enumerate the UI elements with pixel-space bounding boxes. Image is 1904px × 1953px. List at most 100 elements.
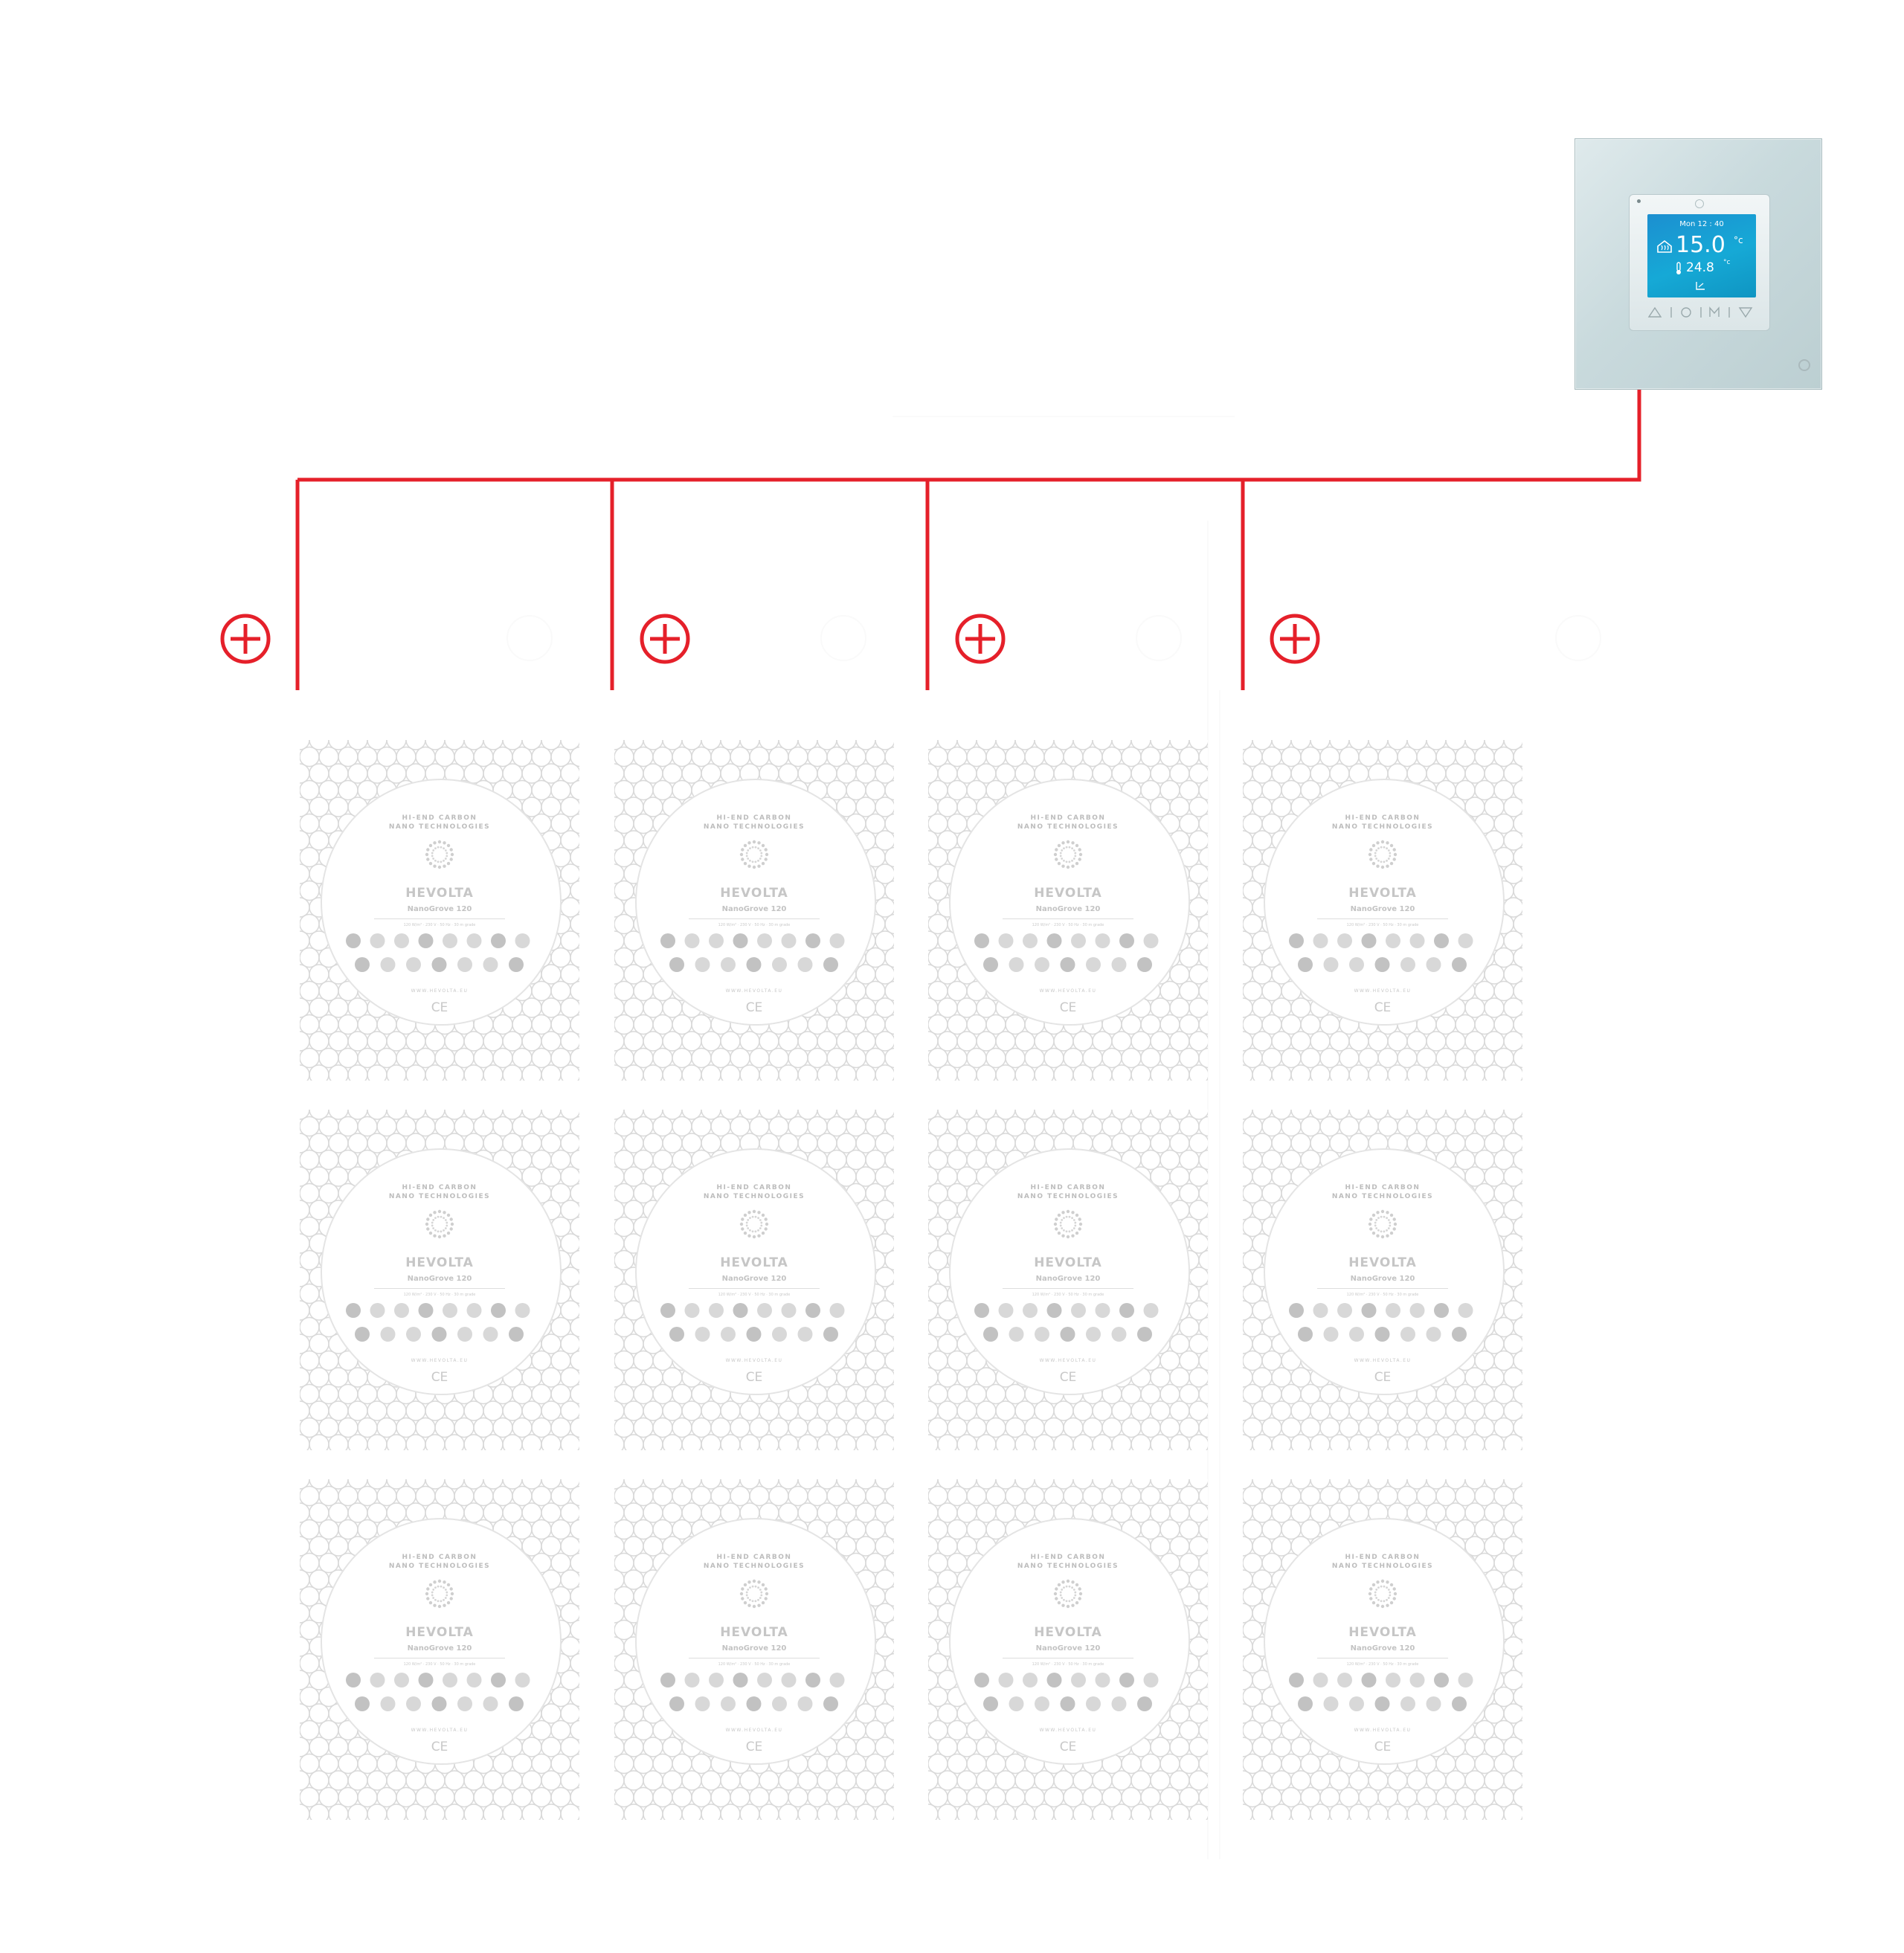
feature-icons-row-2 [355, 957, 524, 972]
panel-divider [1317, 918, 1448, 919]
certification-icon [998, 933, 1014, 948]
certification-icon [1313, 1303, 1328, 1318]
panel-tagline-2: NANO TECHNOLOGIES [1017, 1563, 1119, 1570]
certification-icon [797, 1696, 813, 1711]
panel-tagline-2: NANO TECHNOLOGIES [703, 823, 805, 831]
certification-icon [370, 933, 385, 948]
panel-label-circle [949, 779, 1190, 1026]
ce-mark: CE [1374, 1370, 1392, 1385]
feature-icons-row-2 [669, 957, 838, 972]
certification-icon [669, 1327, 684, 1342]
certification-icon [1289, 1673, 1304, 1687]
panel-website: WWW.HEVOLTA.EU [411, 988, 469, 994]
mode-button[interactable] [1709, 306, 1720, 317]
panel-divider [689, 918, 820, 919]
panel-brand: HEVOLTA [1348, 886, 1417, 901]
plus-marker-3 [955, 614, 1006, 664]
panel-specs: 120 W/m² · 230 V · 50 Hz · 30 m grade [403, 1662, 476, 1667]
certification-icon [1434, 933, 1449, 948]
sunburst-logo-icon [425, 1209, 454, 1239]
feature-icons-row-2 [355, 1696, 524, 1711]
thermostat-screen: Mon 12 : 40 15.0 °c 24.8 °c [1647, 214, 1756, 297]
feature-icons-row-2 [669, 1696, 838, 1711]
certification-icon [797, 957, 813, 972]
certification-icon [491, 933, 506, 948]
faint-minus-marker-2 [820, 615, 866, 661]
sunburst-logo-icon [1368, 1209, 1398, 1239]
certification-icon [1071, 1303, 1086, 1318]
certification-icon [746, 1696, 762, 1711]
certification-icon [660, 933, 675, 948]
certification-icon [1046, 1673, 1062, 1687]
certification-icon [1452, 1327, 1467, 1342]
certification-icon [1023, 1673, 1038, 1687]
panel-tagline-1: HI-END CARBON [716, 814, 792, 822]
certification-icon [772, 1696, 787, 1711]
certification-icon [509, 1327, 524, 1342]
certification-icon [457, 957, 472, 972]
certification-icon [1035, 1696, 1049, 1711]
certification-icon [829, 1303, 845, 1318]
panel-specs: 120 W/m² · 230 V · 50 Hz · 30 m grade [1032, 923, 1104, 927]
panel-model: NanoGrove 120 [1350, 1275, 1415, 1283]
panel-tagline-1: HI-END CARBON [402, 814, 477, 822]
certification-icon [1137, 957, 1152, 972]
sunburst-logo-icon [425, 1579, 454, 1609]
certification-icon [1386, 1673, 1400, 1687]
certification-icon [709, 1673, 724, 1687]
certification-icon [1111, 1327, 1127, 1342]
panel-tagline-2: NANO TECHNOLOGIES [703, 1193, 805, 1200]
panel-label-circle [949, 1148, 1190, 1395]
certification-icon [1298, 1327, 1313, 1342]
panel-model: NanoGrove 120 [407, 1275, 472, 1283]
certification-icon [491, 1673, 506, 1687]
down-button[interactable] [1738, 307, 1753, 318]
certification-icon [1289, 1303, 1304, 1318]
current-temperature: 24.8 [1686, 260, 1714, 275]
certification-icon [418, 933, 434, 948]
certification-icon [684, 1673, 700, 1687]
ce-mark: CE [1059, 1740, 1077, 1754]
certification-icon [1095, 1303, 1110, 1318]
certification-icon [1409, 1673, 1425, 1687]
up-button[interactable] [1647, 306, 1662, 318]
thermostat-buttons [1647, 306, 1753, 318]
certification-icon [1111, 957, 1127, 972]
panel-brand: HEVOLTA [720, 1625, 788, 1640]
ce-mark: CE [431, 1740, 448, 1754]
certification-icon [1349, 1696, 1364, 1711]
panel-specs: 120 W/m² · 230 V · 50 Hz · 30 m grade [718, 1662, 791, 1667]
certification-icon [355, 1327, 370, 1342]
certification-icon [1071, 1673, 1086, 1687]
panel-divider [374, 918, 505, 919]
faint-minus-marker-4 [1555, 615, 1601, 661]
certification-icon [1023, 1303, 1038, 1318]
certification-icon [1374, 1696, 1390, 1711]
certification-icon [1426, 1327, 1441, 1342]
certification-icon [695, 1696, 710, 1711]
feature-icons-row-1 [974, 1673, 1159, 1687]
certification-icon [1323, 1327, 1339, 1342]
panel-tagline-1: HI-END CARBON [716, 1184, 792, 1191]
panel-divider [1003, 918, 1133, 919]
certification-icon [709, 1303, 724, 1318]
certification-icon [346, 1303, 361, 1318]
panel-website: WWW.HEVOLTA.EU [1039, 1728, 1097, 1733]
panel-tagline-2: NANO TECHNOLOGIES [1331, 1563, 1434, 1570]
power-button[interactable] [1681, 307, 1691, 318]
feature-icons-row-1 [974, 933, 1159, 948]
panel-tagline-2: NANO TECHNOLOGIES [1331, 823, 1434, 831]
certification-icon [443, 1303, 457, 1318]
certification-icon [684, 933, 700, 948]
certification-icon [757, 933, 772, 948]
certification-icon [1071, 933, 1086, 948]
certification-icon [721, 1696, 736, 1711]
certification-icon [1400, 957, 1415, 972]
certification-icon [709, 933, 724, 948]
panel-model: NanoGrove 120 [407, 1644, 472, 1653]
panel-website: WWW.HEVOLTA.EU [725, 1358, 783, 1363]
